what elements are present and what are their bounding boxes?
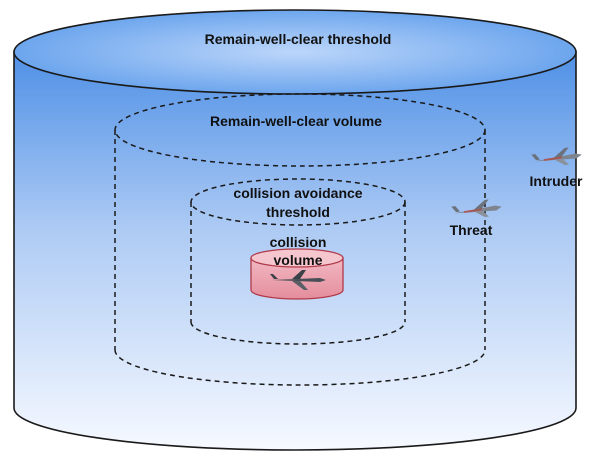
inner-dashed-cylinder [190,178,406,345]
inner-threshold-label-line2: threshold [266,204,330,220]
threat-label: Threat [450,222,493,238]
middle-dashed-cylinder [114,93,486,386]
collision-volume-label-line1: collision [270,234,327,250]
collision-volume-label-line2: volume [273,252,322,268]
middle-volume-label: Remain-well-clear volume [210,113,382,129]
own-aircraft-icon [270,270,326,290]
inner-threshold-label-line1: collision avoidance [233,185,362,201]
intruder-aircraft-icon [531,147,582,166]
threat-aircraft-icon [451,199,502,218]
outer-threshold-label: Remain-well-clear threshold [205,31,392,47]
intruder-label: Intruder [530,173,583,189]
